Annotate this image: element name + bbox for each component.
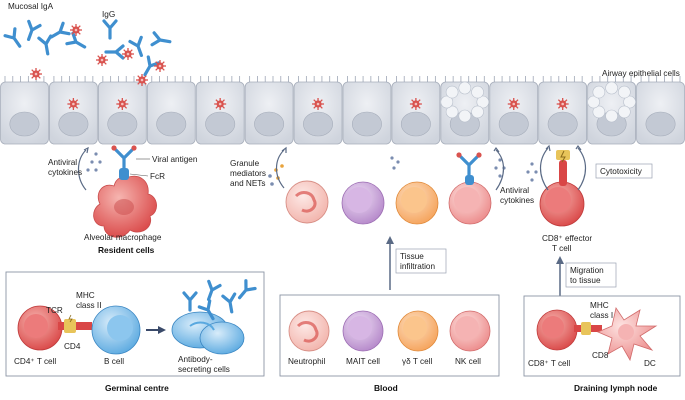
mhc-i-label-2: class I	[590, 311, 613, 320]
intracellular-virus-icon	[213, 97, 227, 111]
cytokine-dots-right	[494, 158, 506, 178]
antiviral-cytokines-left-1: Antiviral	[48, 158, 77, 167]
draining-lymph-node-title: Draining lymph node	[574, 383, 658, 393]
lumen-antibodies	[3, 19, 173, 80]
intracellular-virus-icon	[66, 97, 81, 111]
cd4-t-cell-label: CD4⁺ T cell	[14, 357, 56, 366]
nk-cell-infiltrated	[448, 152, 492, 225]
alveolar-macrophage-label: Alveolar macrophage	[84, 233, 162, 242]
cd8-t-cell	[536, 309, 578, 351]
cytokine-dots-cd8	[526, 162, 538, 182]
antibody-secreting-label-2: secreting cells	[178, 365, 230, 374]
tcr-label: TCR	[46, 306, 63, 315]
cd8-effector-label-2: T cell	[552, 244, 572, 253]
cd8-effector-label-1: CD8⁺ effector	[542, 234, 592, 243]
antiviral-cytokines-right-2: cytokines	[500, 196, 534, 205]
mhc-ii-label-1: MHC	[76, 291, 95, 300]
cytokine-dots-center	[390, 156, 400, 170]
mhc-ii-label-2: class II	[76, 301, 101, 310]
airway-epithelium	[0, 76, 685, 145]
migration-label-1: Migration	[570, 266, 604, 275]
nk-cell-label: NK cell	[455, 357, 481, 366]
alveolar-macrophage	[93, 145, 157, 238]
germinal-centre-title: Germinal centre	[105, 383, 169, 393]
antibody-secreting-cells	[171, 311, 245, 355]
antiviral-cytokines-left-2: cytokines	[48, 168, 82, 177]
intracellular-virus-icon	[409, 97, 423, 111]
antiviral-cytokines-right-1: Antiviral	[500, 186, 529, 195]
b-cell	[91, 305, 141, 355]
migration-label-2: to tissue	[570, 276, 601, 285]
cytokine-arrow-left	[77, 149, 87, 191]
neutrophil-infiltrated	[285, 180, 329, 224]
granule-label-1: Granule	[230, 159, 260, 168]
b-cell-label: B cell	[104, 357, 124, 366]
gd-t-cell-label: γδ T cell	[402, 357, 433, 366]
intracellular-virus-icon	[115, 97, 129, 111]
lumen-viruses	[29, 23, 167, 87]
cd8-effector-cell	[539, 150, 585, 227]
mait-cell-label: MAIT cell	[346, 357, 380, 366]
cytotoxicity-label: Cytotoxicity	[600, 167, 643, 176]
cd4-t-cell	[17, 305, 63, 351]
dendritic-cell	[596, 306, 658, 362]
resident-cells-label: Resident cells	[98, 245, 155, 255]
intracellular-virus-icon	[556, 97, 570, 111]
viral-antigen-label: Viral antigen	[152, 155, 198, 164]
tissue-infiltration-2: infiltration	[400, 262, 435, 271]
intracellular-virus-icon	[311, 97, 325, 111]
mait-cell	[342, 310, 384, 352]
mucosal-iga-label: Mucosal IgA	[8, 2, 54, 11]
mhc-i-label-1: MHC	[590, 301, 609, 310]
fcr-label: FcR	[150, 172, 165, 181]
granule-label-2: mediators	[230, 169, 266, 178]
cd8-label: CD8	[592, 351, 609, 360]
gd-t-cell-infiltrated	[395, 181, 439, 225]
airway-epithelial-label: Airway epithelial cells	[602, 69, 680, 78]
neutrophil-label: Neutrophil	[288, 357, 326, 366]
blood-title: Blood	[374, 383, 398, 393]
neutrophil	[288, 310, 330, 352]
gd-t-cell	[397, 310, 439, 352]
cytokine-dots-left	[86, 152, 102, 172]
intracellular-virus-icon	[507, 97, 521, 111]
igg-label: IgG	[102, 10, 115, 19]
granule-label-3: and NETs	[230, 179, 266, 188]
tissue-infiltration-1: Tissue	[400, 252, 424, 261]
mait-cell-infiltrated	[341, 181, 385, 225]
dc-label: DC	[644, 359, 656, 368]
antibody-secreting-label-1: Antibody-	[178, 355, 213, 364]
cd8-t-cell-label: CD8⁺ T cell	[528, 359, 570, 368]
nk-cell	[449, 310, 491, 352]
cd4-label: CD4	[64, 342, 81, 351]
